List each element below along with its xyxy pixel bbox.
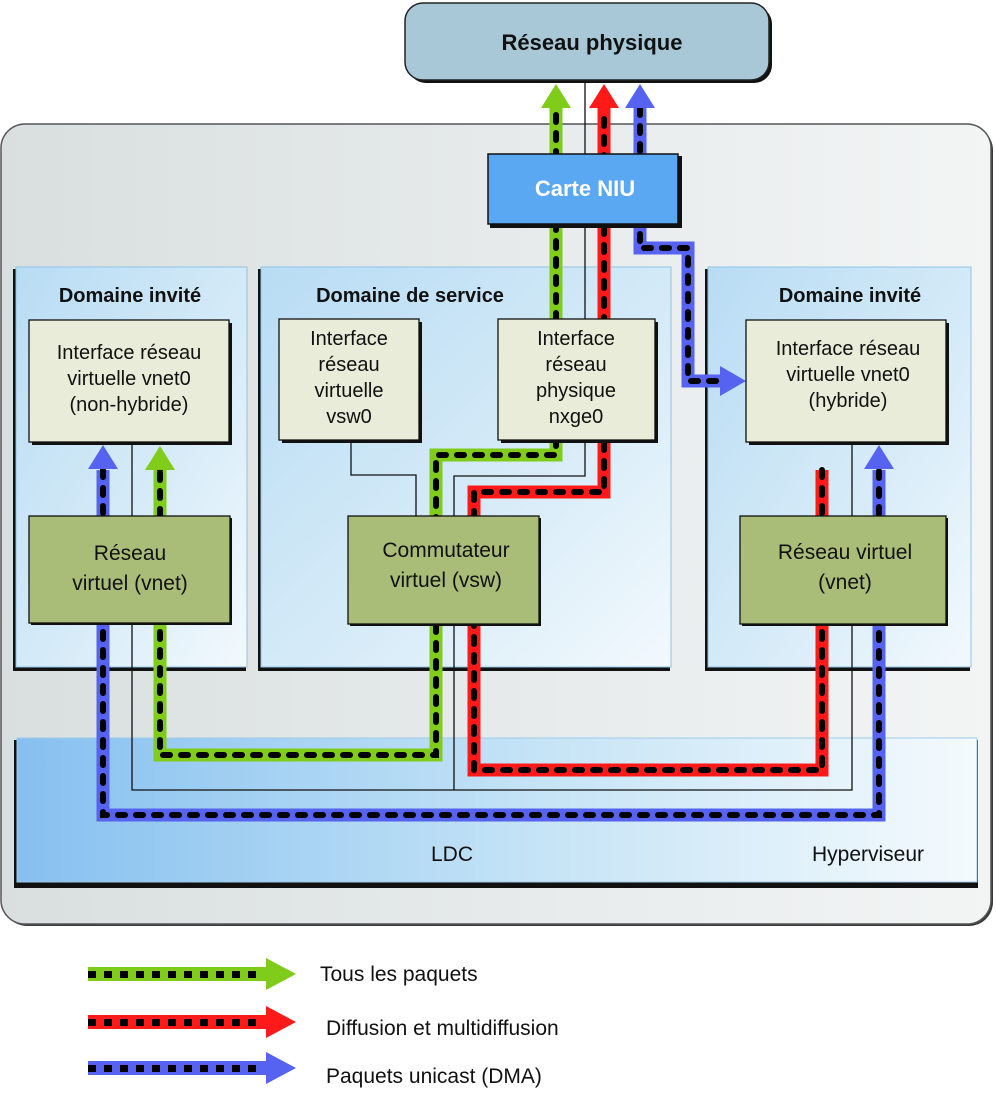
left-interface-line-1: Interface réseau [57,342,202,364]
right-interface-line-2: virtuelle vnet0 [786,364,909,386]
legend: Tous les paquets Diffusion et multidiffu… [88,958,559,1088]
flow-unicast-left-arrowhead-icon [88,445,118,469]
left-interface-box: Interface réseau virtuelle vnet0 (non-hy… [28,319,232,445]
legend-arrowhead-icon [266,958,296,990]
legend-arrowhead-icon [266,1052,296,1084]
flow-unicast-hypervisor-arrowhead-icon [864,445,894,469]
guest-domain-right-title: Domaine invité [779,285,921,307]
legend-arrow-2 [88,1052,296,1084]
legend-label-broadcast: Diffusion et multidiffusion [326,1017,559,1040]
nxge0-interface-box: Interface réseau physique nxge0 [497,318,658,443]
left-interface-line-3: (non-hybride) [70,394,189,416]
flow-all-packets-left-arrowhead-icon [541,84,571,108]
legend-arrowhead-icon [266,1006,296,1038]
nxge0-interface-line-1: Interface [537,328,615,350]
vsw0-interface-line-3: virtuelle [315,380,384,402]
nxge0-interface-line-4: nxge0 [549,406,604,428]
flow-all-packets-left-up [145,446,175,519]
connector-vsw0 [350,440,417,517]
legend-label-all-packets: Tous les paquets [320,963,478,986]
right-vnet-line-2: (vnet) [818,571,872,594]
service-domain-title: Domaine de service [316,285,504,307]
vswitch-line-2: virtuel (vsw) [390,569,502,592]
left-vnet-line-1: Réseau [94,542,166,565]
nxge0-interface-line-3: physique [536,380,616,402]
right-interface-line-1: Interface réseau [776,338,921,360]
vsw0-interface-line-1: Interface [310,328,388,350]
ldc-label: LDC [431,843,473,866]
right-vnet-box: Réseau virtuel (vnet) [739,515,948,626]
legend-arrow-0 [88,958,296,990]
niu-card: Carte NIU [487,153,682,228]
nxge0-interface-line-2: réseau [545,354,606,376]
guest-domain-left-title: Domaine invité [59,285,201,307]
left-vnet-box: Réseau virtuel (vnet) [28,515,232,625]
vswitch-box: Commutateur virtuel (vsw) [347,515,541,626]
niu-card-label: Carte NIU [535,176,635,201]
right-vnet-line-1: Réseau virtuel [778,541,912,564]
hypervisor-label: Hyperviseur [812,843,924,866]
right-interface-line-3: (hybride) [809,390,888,412]
physical-network-label: Réseau physique [502,30,683,55]
right-interface-box: Interface réseau virtuelle vnet0 (hybrid… [745,319,949,445]
vswitch-line-1: Commutateur [382,539,509,562]
legend-arrow-1 [88,1006,296,1038]
vsw0-interface-line-4: vsw0 [326,406,372,428]
flow-unicast-hypervisor [96,445,894,822]
vsw0-interface-box: Interface réseau virtuelle vsw0 [278,318,422,443]
physical-network-box: Réseau physique [404,2,772,83]
flow-unicast-niu-arrowhead-icon [625,84,655,108]
left-vnet-line-2: virtuel (vnet) [72,572,188,595]
left-interface-line-2: virtuelle vnet0 [67,368,190,390]
flow-unicast-right-arrowhead-icon [720,366,746,396]
flow-unicast-hypervisor-dashes [100,467,882,818]
legend-label-unicast: Paquets unicast (DMA) [326,1065,542,1088]
flow-broadcast-arrowhead-icon [589,84,619,108]
vsw0-interface-line-2: réseau [318,354,379,376]
flow-all-packets-left-up-arrowhead-icon [145,446,175,470]
